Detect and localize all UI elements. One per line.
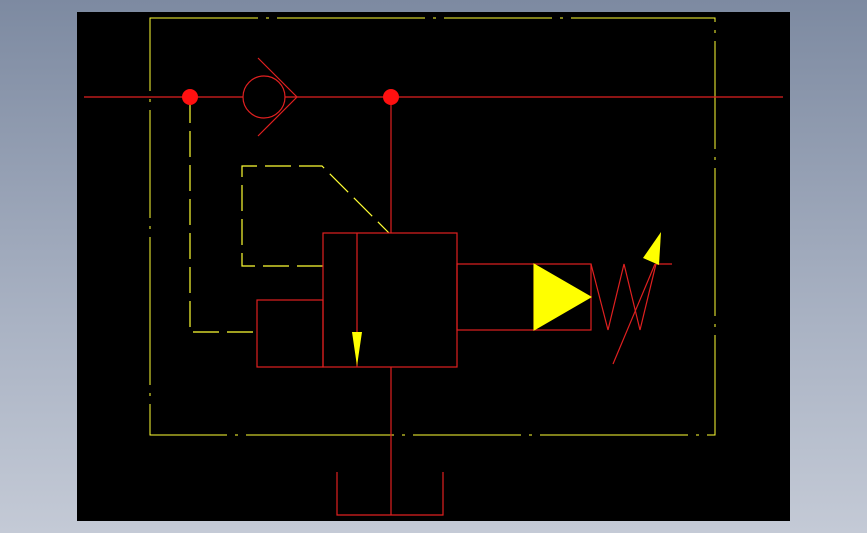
solenoid-actuator xyxy=(456,263,592,331)
hydraulic-schematic xyxy=(77,12,790,521)
junction-node-left xyxy=(182,89,198,105)
pilot-line-upper xyxy=(241,165,390,267)
canvas-background xyxy=(77,12,790,521)
cad-viewport xyxy=(77,12,790,521)
enclosure-boundary xyxy=(149,17,716,436)
junction-node-right xyxy=(383,89,399,105)
check-valve-ball xyxy=(242,75,286,119)
check-valve-seat xyxy=(257,57,298,137)
pilot-line-left xyxy=(189,97,257,333)
adjustable-spring xyxy=(590,232,672,365)
pilot-actuator xyxy=(256,299,324,368)
tank-reservoir xyxy=(336,472,444,516)
check-valve xyxy=(242,57,298,137)
adjustment-line xyxy=(612,263,656,365)
flow-arrow xyxy=(352,332,362,366)
adjustment-arrow-icon xyxy=(643,232,661,265)
solenoid-indicator xyxy=(533,263,592,331)
